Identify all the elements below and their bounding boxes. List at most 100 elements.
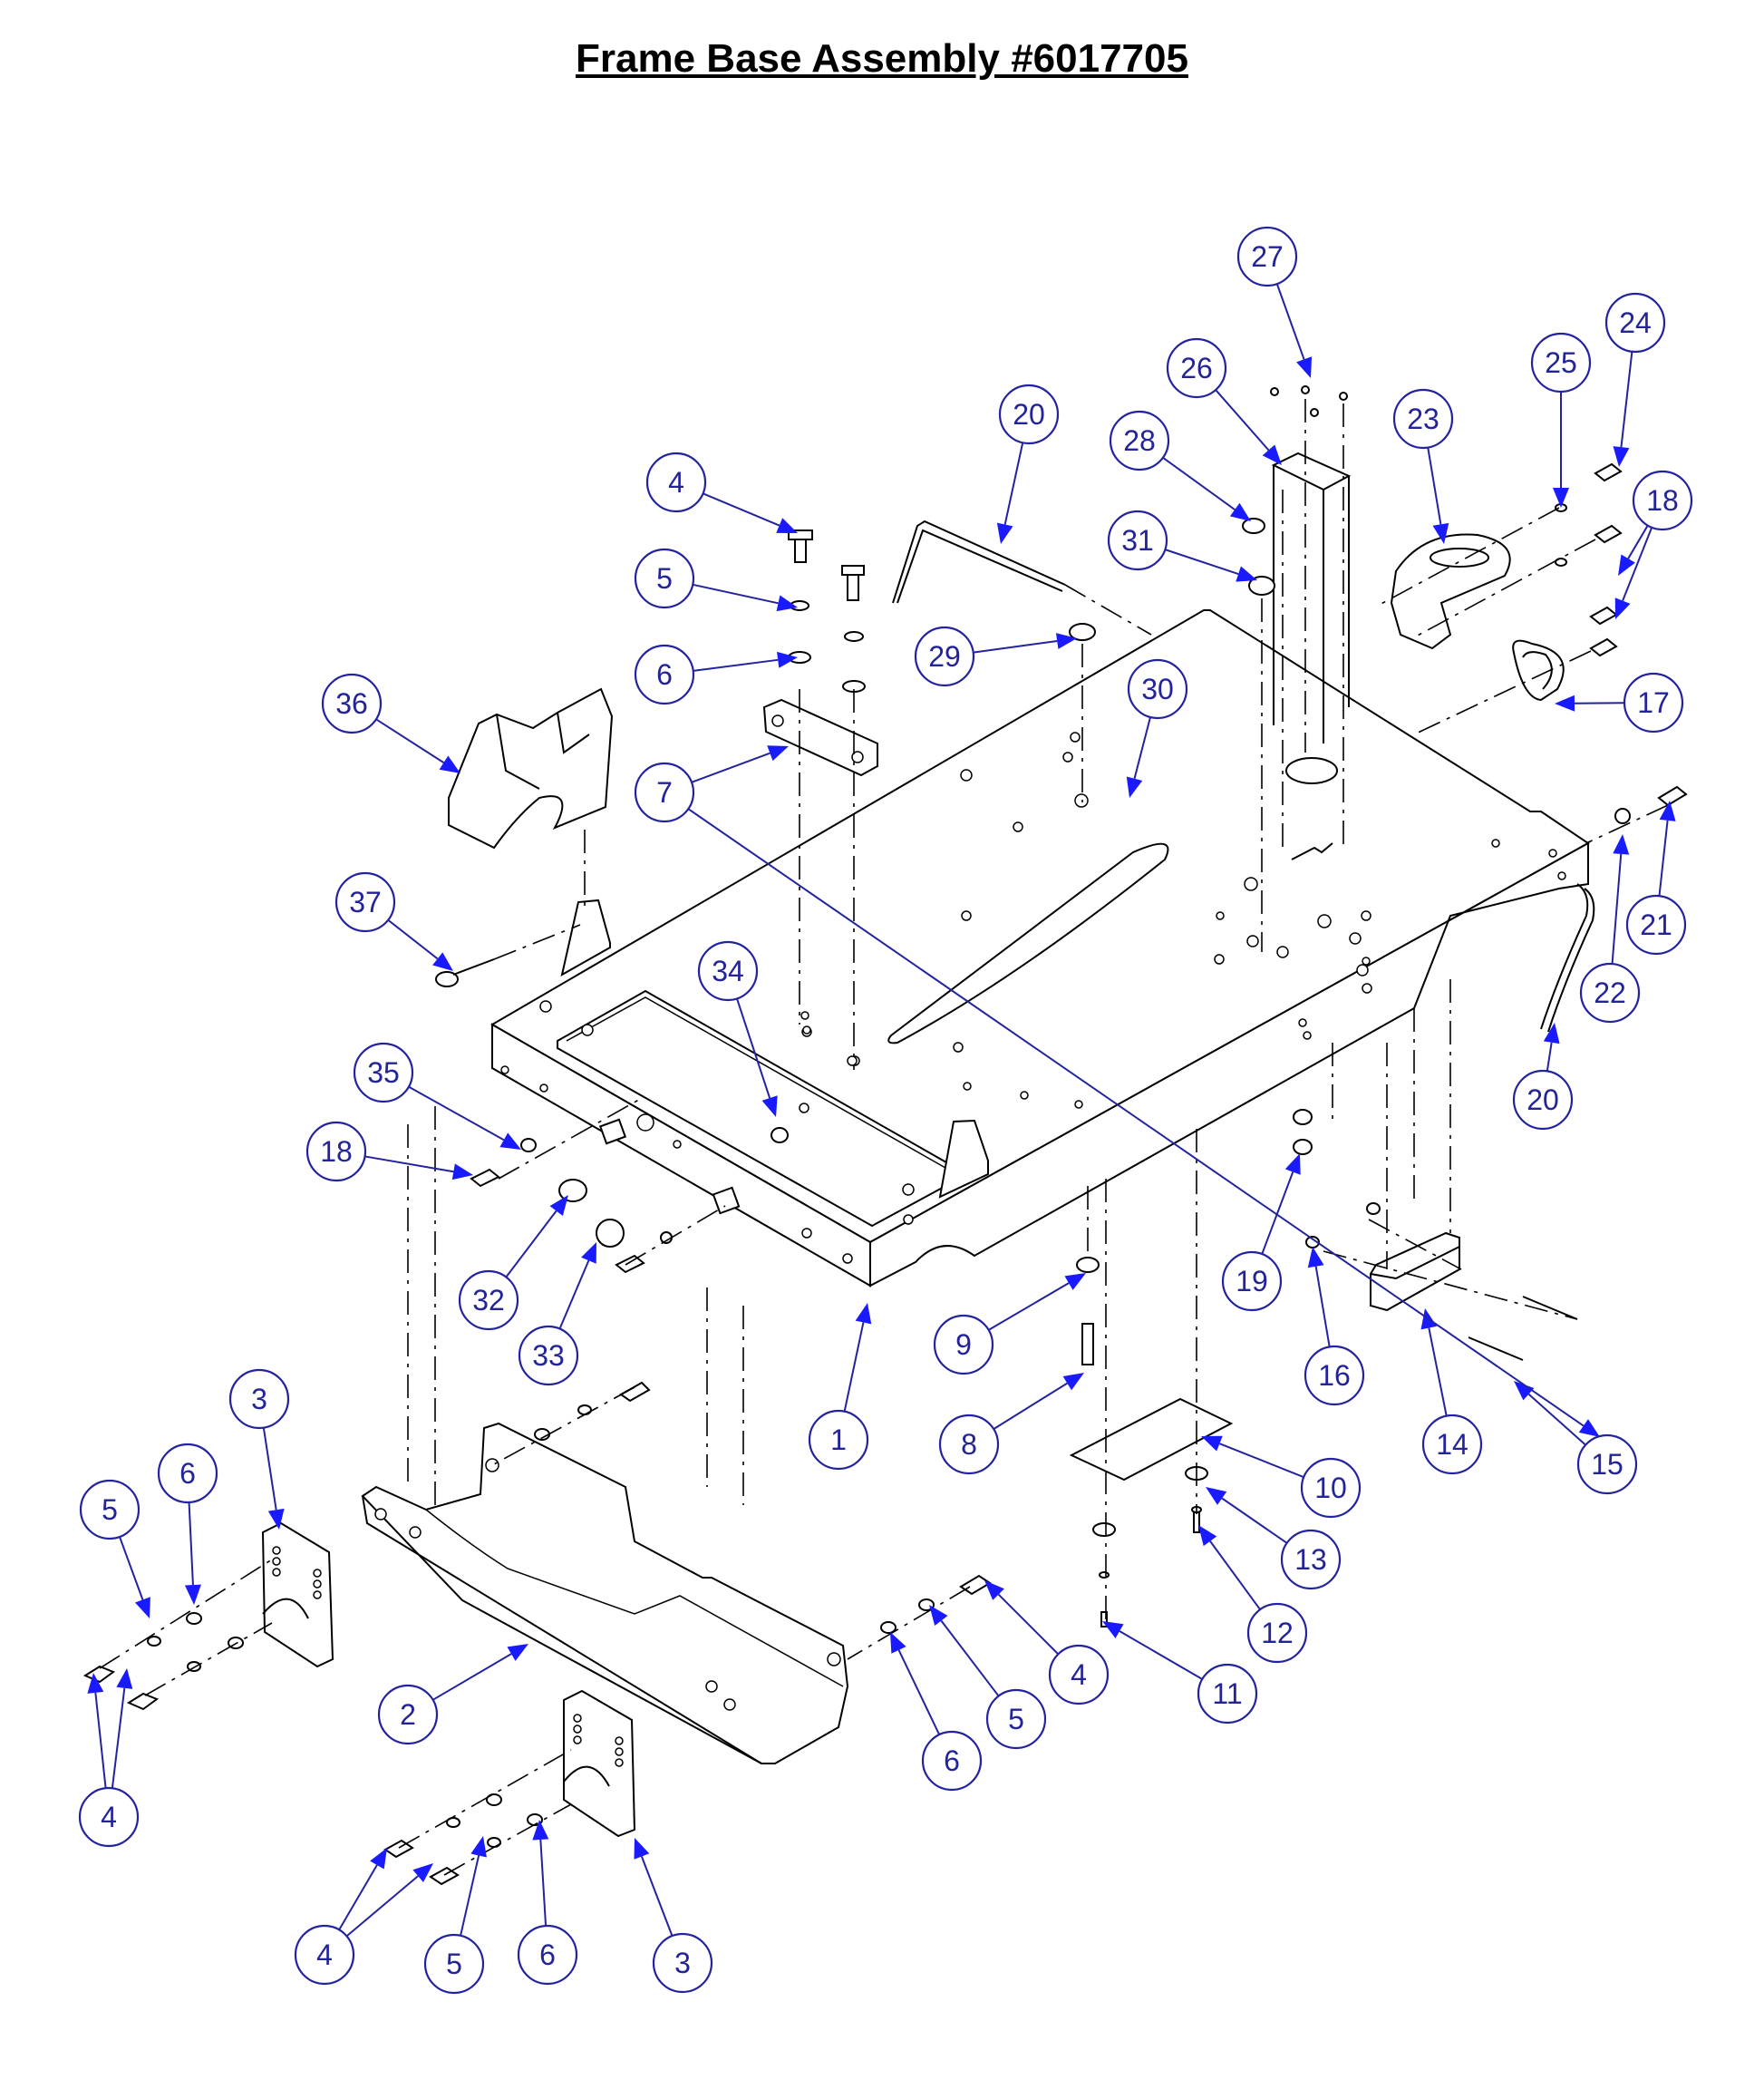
callout-bubble [1392, 388, 1454, 450]
callout-arrowhead [134, 1597, 150, 1618]
callout-arrowhead [1064, 1273, 1086, 1290]
callout-arrowhead [184, 1584, 201, 1605]
callout-leader [1427, 447, 1442, 525]
callout-label: 20 [1013, 398, 1045, 431]
callout-leader [640, 1856, 674, 1937]
main-frame [490, 609, 1590, 1287]
callout-bubble [334, 871, 396, 933]
callout-leader [691, 752, 771, 783]
callout-leader [1221, 1497, 1288, 1544]
callout-label: 18 [1646, 484, 1679, 517]
right-bracket [563, 1689, 636, 1838]
callout-label: 1 [830, 1423, 847, 1456]
callout-13: 13 [1280, 1529, 1342, 1590]
callout-bubble [1221, 1250, 1283, 1312]
callout-bubble [458, 1269, 519, 1331]
callout-bubble [1623, 672, 1684, 734]
callout-label: 5 [446, 1948, 462, 1980]
callout-arrowhead [1126, 776, 1143, 798]
callout-leader [1620, 351, 1633, 448]
callout-bubble [1127, 658, 1188, 720]
callout-label: 8 [961, 1428, 977, 1461]
callout-bubble [1625, 894, 1687, 956]
callout-17: 17 [1623, 672, 1684, 734]
callout-arrowhead [1102, 1621, 1124, 1638]
callout-leader [1574, 702, 1625, 704]
callout-arrowhead [507, 1644, 528, 1661]
callout-23: 23 [1392, 388, 1454, 450]
callout-bubble [1280, 1529, 1342, 1590]
callout-4: 4 [78, 1786, 140, 1848]
callout-label: 4 [316, 1938, 333, 1971]
callout-arrowhead [370, 1848, 387, 1870]
callout-4: 4 [1048, 1644, 1110, 1705]
callout-bubble [921, 1730, 983, 1792]
callout-label: 30 [1141, 673, 1174, 705]
callout-14: 14 [1421, 1414, 1483, 1475]
callout-label: 19 [1236, 1265, 1268, 1297]
front-base-plate [361, 1422, 849, 1764]
callout-bubble [1109, 410, 1170, 471]
callout-bubble [998, 384, 1060, 445]
callout-bubble [517, 1924, 578, 1986]
callout-arrowhead [1262, 444, 1282, 465]
callout-leader [1622, 527, 1653, 601]
callout-label: 2 [400, 1698, 416, 1731]
callout-arrowhead [432, 952, 453, 971]
callout-5: 5 [985, 1688, 1047, 1750]
callout-label: 4 [101, 1801, 117, 1833]
callout-arrowhead [996, 522, 1013, 544]
left-bracket [261, 1521, 334, 1668]
callout-bubble [1530, 332, 1592, 394]
callout-leader [693, 583, 779, 605]
callout-leader [1215, 389, 1270, 452]
callout-bubble [294, 1924, 355, 1986]
callout-bubble [79, 1479, 141, 1540]
d-ring [1512, 639, 1565, 702]
callout-bubble [1107, 510, 1168, 571]
callout-leader-extra [345, 1875, 419, 1938]
callout-label: 6 [656, 658, 673, 691]
callout-29: 29 [914, 626, 975, 687]
callout-leader [1133, 716, 1151, 779]
callout-bubble [1048, 1644, 1110, 1705]
callout-3: 3 [228, 1368, 290, 1430]
callout-arrowhead [776, 595, 798, 612]
callout-leader [364, 1155, 454, 1173]
callout-34: 34 [697, 940, 759, 1002]
callout-label: 6 [179, 1457, 196, 1490]
callout-leader [897, 1649, 941, 1735]
callout-8: 8 [938, 1414, 1000, 1475]
callout-10: 10 [1300, 1457, 1362, 1519]
callout-leader [1261, 1171, 1294, 1255]
callout-bubble [228, 1368, 290, 1430]
callout-bubble [78, 1786, 140, 1848]
callout-label: 15 [1591, 1448, 1623, 1481]
support-bracket [1370, 1231, 1460, 1312]
callout-leader [1209, 1540, 1261, 1610]
hitch-assembly [1390, 533, 1511, 650]
callout-leader [1314, 1266, 1331, 1347]
callout-arrowhead [761, 1095, 778, 1117]
callout-bubble [1632, 470, 1693, 531]
callout-leader-extra [111, 1687, 126, 1789]
callout-leader [188, 1501, 194, 1586]
callout-leader [1165, 549, 1239, 575]
callout-leader [940, 1619, 1000, 1697]
callout-bubble [1421, 1414, 1483, 1475]
callout-leader [997, 1593, 1060, 1656]
callout-bubble [634, 762, 695, 823]
mount-bracket [762, 698, 878, 777]
callout-bubble [1512, 1069, 1574, 1131]
callout-18: 18 [1632, 470, 1693, 531]
callout-arrowhead [451, 1163, 473, 1181]
callout-bubble [652, 1932, 713, 1994]
callout-arrowhead [412, 1863, 433, 1883]
callout-arrowhead [439, 755, 460, 773]
callout-bubble [1246, 1602, 1308, 1664]
callout-18: 18 [305, 1121, 367, 1182]
callout-bubble [353, 1042, 414, 1103]
callout-bubble [1166, 337, 1227, 399]
callout-leader [119, 1536, 144, 1600]
callout-arrowhead [1614, 598, 1631, 619]
